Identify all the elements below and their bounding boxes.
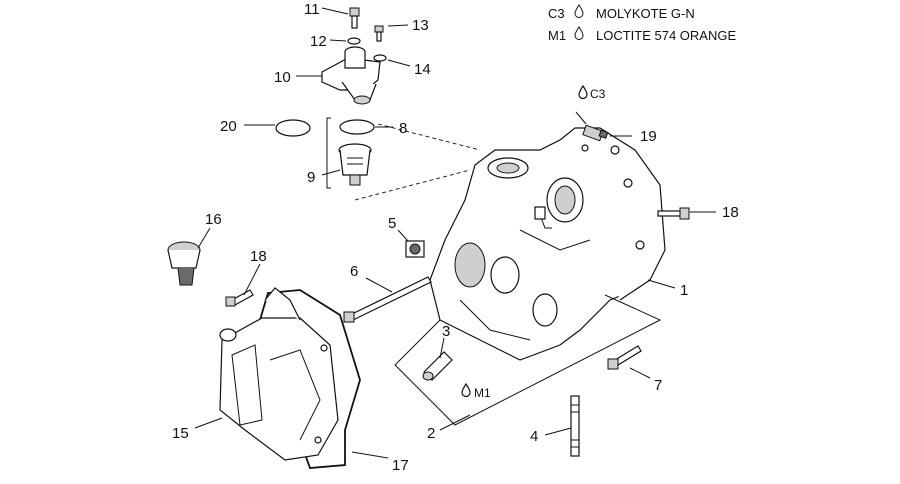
- cylinder-head-1: [429, 127, 666, 361]
- callout-4: 4: [530, 428, 538, 445]
- bolt-18-left: [225, 289, 254, 307]
- callout-16: 16: [205, 211, 222, 228]
- oil-cap-16: [167, 241, 201, 286]
- marker-c3: C3: [590, 87, 606, 101]
- legend-label: LOCTITE 574 ORANGE: [596, 28, 737, 43]
- callout-17: 17: [392, 457, 409, 474]
- spacer-5: [405, 240, 425, 258]
- dowel-3: [422, 351, 453, 381]
- o-ring-20: [275, 119, 311, 137]
- callout-9: 9: [307, 169, 315, 186]
- stud-4: [570, 395, 580, 457]
- drop-icon: [574, 26, 590, 43]
- long-bolt-6: [343, 276, 432, 323]
- legend-code: M1: [548, 28, 567, 43]
- drop-icon: [574, 4, 590, 21]
- callout-5: 5: [388, 215, 396, 232]
- callout-20: 20: [220, 118, 237, 135]
- callout-12: 12: [310, 33, 327, 50]
- callout-2: 2: [427, 425, 435, 442]
- callout-18-right: 18: [722, 204, 739, 221]
- callout-11: 11: [304, 1, 320, 18]
- callout-8: 8: [399, 120, 407, 137]
- washer-14: [373, 54, 387, 62]
- marker-m1: M1: [474, 386, 491, 400]
- legend-label: MOLYKOTE G-N: [596, 6, 695, 21]
- callout-15: 15: [172, 425, 189, 442]
- bolt-7: [607, 345, 642, 370]
- callout-18-left: 18: [250, 248, 267, 265]
- valve-cover-15: [219, 287, 339, 461]
- drop-icon: [578, 84, 588, 100]
- bolt-11: [349, 7, 360, 29]
- o-ring-8: [339, 119, 375, 135]
- drop-icon: [461, 382, 471, 398]
- callout-1: 1: [680, 282, 688, 299]
- callout-7: 7: [654, 377, 662, 394]
- legend-row-loctite: M1 LOCTITE 574 ORANGE: [548, 26, 736, 43]
- callout-6: 6: [350, 263, 358, 280]
- leader-lines: [194, 7, 716, 459]
- sensor-19: [575, 111, 609, 142]
- bolt-18-right: [657, 207, 690, 220]
- thermostat-9: [326, 117, 372, 189]
- washer-12: [347, 37, 361, 45]
- legend-code: C3: [548, 6, 565, 21]
- callout-14: 14: [414, 61, 431, 78]
- callout-3: 3: [442, 323, 450, 340]
- legend-row-molykote: C3 MOLYKOTE G-N: [548, 4, 695, 21]
- callout-13: 13: [412, 17, 429, 34]
- callout-19: 19: [640, 128, 657, 145]
- callout-10: 10: [274, 69, 291, 86]
- thermostat-housing-10: [321, 46, 381, 105]
- screw-13: [374, 25, 384, 42]
